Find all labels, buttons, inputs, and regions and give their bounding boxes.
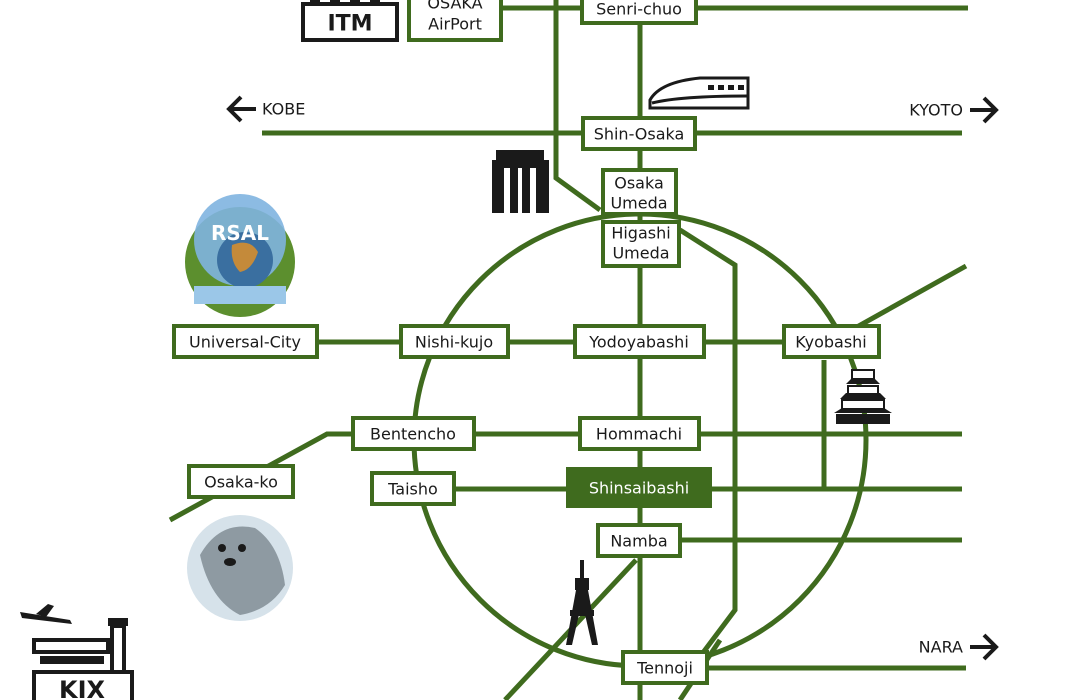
- station-shinsaibashi[interactable]: Shinsaibashi: [566, 467, 712, 508]
- seal-icon: [187, 515, 293, 621]
- station-label: Nishi-kujo: [415, 333, 493, 352]
- station-osaka-ko[interactable]: Osaka-ko: [187, 464, 295, 499]
- direction-kobe[interactable]: KOBE: [226, 95, 305, 123]
- station-shin-osaka[interactable]: Shin-Osaka: [581, 116, 697, 151]
- tanimachi-line: [678, 227, 738, 672]
- bullet-train-icon: [648, 76, 750, 110]
- station-label: Umeda: [610, 194, 667, 213]
- station-kyobashi[interactable]: Kyobashi: [782, 324, 881, 359]
- station-namba[interactable]: Namba: [596, 523, 682, 558]
- station-label: OSAKA: [427, 0, 482, 13]
- station-label: Taisho: [387, 480, 438, 499]
- station-senri-chuo[interactable]: Senri-chuo: [580, 0, 698, 25]
- station-label: Senri-chuo: [596, 0, 682, 19]
- station-label: ITM: [327, 12, 372, 37]
- station-yodoyabashi[interactable]: Yodoyabashi: [573, 324, 706, 359]
- station-label: AirPort: [428, 15, 482, 34]
- station-label: Bentencho: [370, 425, 456, 444]
- building-icon: [492, 150, 549, 213]
- station-label: Tennoji: [636, 659, 693, 678]
- station-label: Osaka-ko: [204, 473, 278, 492]
- direction-kyoto[interactable]: KYOTO: [909, 96, 999, 124]
- arrow-right-icon: [970, 633, 999, 661]
- station-label: Osaka: [614, 174, 664, 193]
- station-label: Universal-City: [189, 333, 301, 352]
- direction-label: KOBE: [262, 100, 305, 119]
- airport-icon: KIX: [32, 618, 134, 700]
- svg-text:RSAL: RSAL: [211, 221, 269, 245]
- station-osaka-umeda[interactable]: Osaka Umeda: [601, 168, 678, 216]
- station-taisho[interactable]: Taisho: [370, 471, 456, 506]
- station-label: Namba: [610, 532, 667, 551]
- airplane-icon: [20, 604, 72, 624]
- direction-label: NARA: [919, 638, 963, 657]
- station-universal-city[interactable]: Universal-City: [172, 324, 319, 359]
- station-label: Kyobashi: [795, 333, 866, 352]
- station-label: Shin-Osaka: [594, 125, 685, 144]
- station-itm[interactable]: ITM: [301, 0, 399, 42]
- station-label: Umeda: [612, 244, 669, 263]
- station-label: Hommachi: [596, 425, 682, 444]
- arrow-left-icon: [226, 95, 256, 123]
- station-bentencho[interactable]: Bentencho: [351, 416, 476, 451]
- station-nishi-kujo[interactable]: Nishi-kujo: [399, 324, 510, 359]
- universal-globe-icon: RSAL: [185, 194, 295, 317]
- airport-label: KIX: [59, 676, 106, 700]
- station-hommachi[interactable]: Hommachi: [578, 416, 701, 451]
- arrow-right-icon: [970, 96, 999, 124]
- direction-nara[interactable]: NARA: [919, 633, 999, 661]
- station-osaka-airport[interactable]: OSAKA AirPort: [407, 0, 503, 42]
- tsutenkaku-tower-icon: [566, 560, 598, 645]
- monorail-line: [553, 0, 602, 213]
- station-tennoji[interactable]: Tennoji: [621, 650, 709, 685]
- osaka-castle-icon: [834, 369, 892, 424]
- station-higashi-umeda[interactable]: Higashi Umeda: [601, 220, 681, 268]
- station-label: Higashi: [611, 224, 670, 243]
- station-label: Yodoyabashi: [588, 333, 689, 352]
- station-label: Shinsaibashi: [589, 479, 689, 498]
- direction-label: KYOTO: [909, 101, 963, 120]
